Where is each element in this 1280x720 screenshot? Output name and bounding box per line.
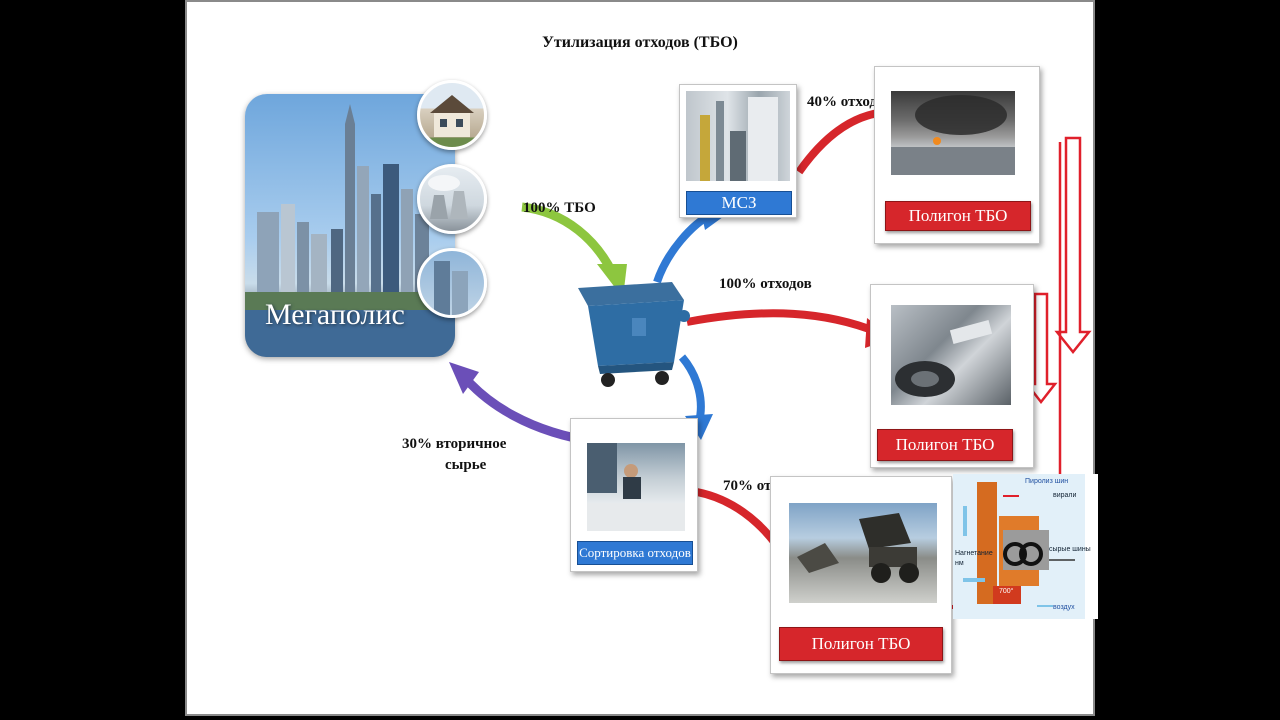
landfill-photo-1	[891, 91, 1015, 175]
skyline-image	[245, 104, 455, 357]
pyrolysis-gas-label: вирали	[1053, 492, 1077, 499]
otkhodov-100-label: 100% отходов	[719, 276, 812, 292]
pyrolysis-left-label-2: нм	[955, 560, 964, 567]
landfill-label-2: Полигон ТБО	[877, 429, 1013, 461]
landfill-photo-3	[789, 503, 937, 603]
house-photo	[417, 80, 487, 150]
landfill-label-1: Полигон ТБО	[885, 201, 1031, 231]
msz-label: МСЗ	[686, 191, 792, 215]
arrow-to-msz	[653, 210, 714, 284]
office-building-photo	[417, 248, 487, 318]
waste-container-icon	[578, 282, 690, 387]
pyrolysis-raw-label: сырые шины	[1049, 546, 1091, 553]
secondary-label-line2: сырье	[445, 457, 487, 473]
otkhodov-40-label: 40% отходов	[807, 94, 893, 110]
pyrolysis-left-label-1: Нагнетание	[955, 550, 993, 557]
landfill-photo-2	[891, 305, 1011, 405]
slide: Утилизация отходов (ТБО) Мегаполис	[185, 0, 1098, 716]
pyrolysis-diagram: Пиролиз шин вирали сырые шины Нагнетание…	[953, 474, 1098, 619]
pyrolysis-temp-label: 700°	[999, 588, 1014, 595]
sorting-photo	[587, 443, 685, 531]
sorting-card: Сортировка отходов	[570, 418, 698, 572]
pyrolysis-air-label: воздух	[1053, 604, 1075, 611]
tbo-100-label: 100% ТБО	[523, 200, 596, 216]
secondary-label-line1: 30% вторичное	[402, 436, 507, 452]
megapolis-photo: Мегаполис	[245, 94, 455, 357]
pyrolysis-title: Пиролиз шин	[1025, 478, 1069, 485]
arrow-to-container	[521, 202, 617, 275]
power-plant-photo	[417, 164, 487, 234]
landfill-card-1: Полигон ТБО	[874, 66, 1040, 244]
msz-photo	[686, 91, 790, 181]
msz-card: МСЗ	[679, 84, 797, 218]
sorting-label: Сортировка отходов	[577, 541, 693, 565]
landfill-label-3: Полигон ТБО	[779, 627, 943, 661]
landfill-card-2: Полигон ТБО	[870, 284, 1034, 468]
outline-arrow-1	[1054, 136, 1092, 355]
landfill-card-3: Полигон ТБО	[770, 476, 952, 674]
megapolis-label: Мегаполис	[265, 298, 405, 331]
slide-title: Утилизация отходов (ТБО)	[542, 34, 738, 51]
arrow-container-to-landfill	[686, 309, 879, 336]
